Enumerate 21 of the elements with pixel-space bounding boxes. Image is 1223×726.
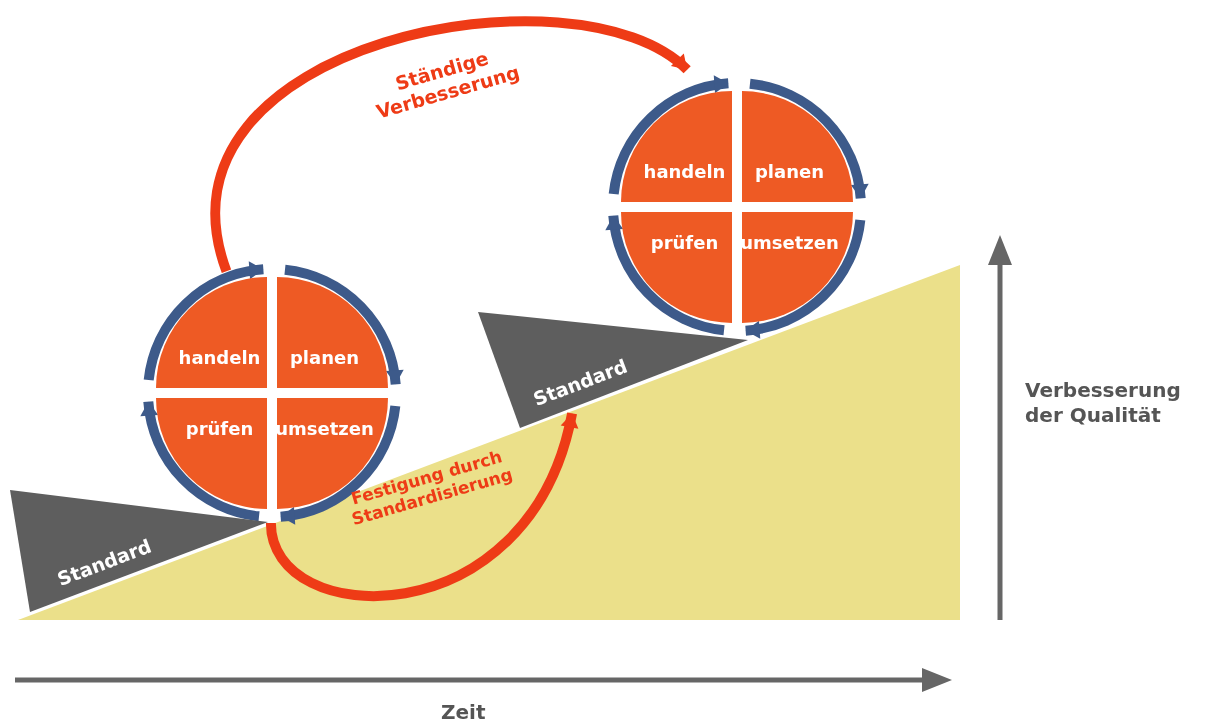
cycle-arrow bbox=[141, 401, 260, 522]
cycle-arrow bbox=[143, 262, 264, 381]
step-label: handeln bbox=[178, 347, 261, 368]
axis-label: Verbesserung der Qualität bbox=[1025, 378, 1182, 428]
cycle-arrow bbox=[749, 78, 868, 199]
cycle-arrow bbox=[210, 16, 691, 273]
step-label: planen bbox=[289, 347, 359, 368]
step-label: handeln bbox=[643, 161, 726, 182]
quadrant bbox=[156, 398, 267, 509]
step-label: planen bbox=[754, 161, 824, 182]
step-label: umsetzen bbox=[740, 232, 839, 253]
cycle-arrow bbox=[266, 412, 577, 602]
axis-label: Zeit bbox=[441, 700, 486, 725]
step-label: prüfen bbox=[650, 232, 719, 253]
step-label: umsetzen bbox=[275, 418, 374, 439]
step-label: prüfen bbox=[185, 418, 254, 439]
cycle-arrow bbox=[608, 76, 729, 195]
cycle-arrow bbox=[745, 219, 866, 338]
cycle-arrow bbox=[606, 215, 725, 336]
cycle-arrow bbox=[280, 405, 401, 524]
cycle-arrow bbox=[284, 264, 403, 385]
